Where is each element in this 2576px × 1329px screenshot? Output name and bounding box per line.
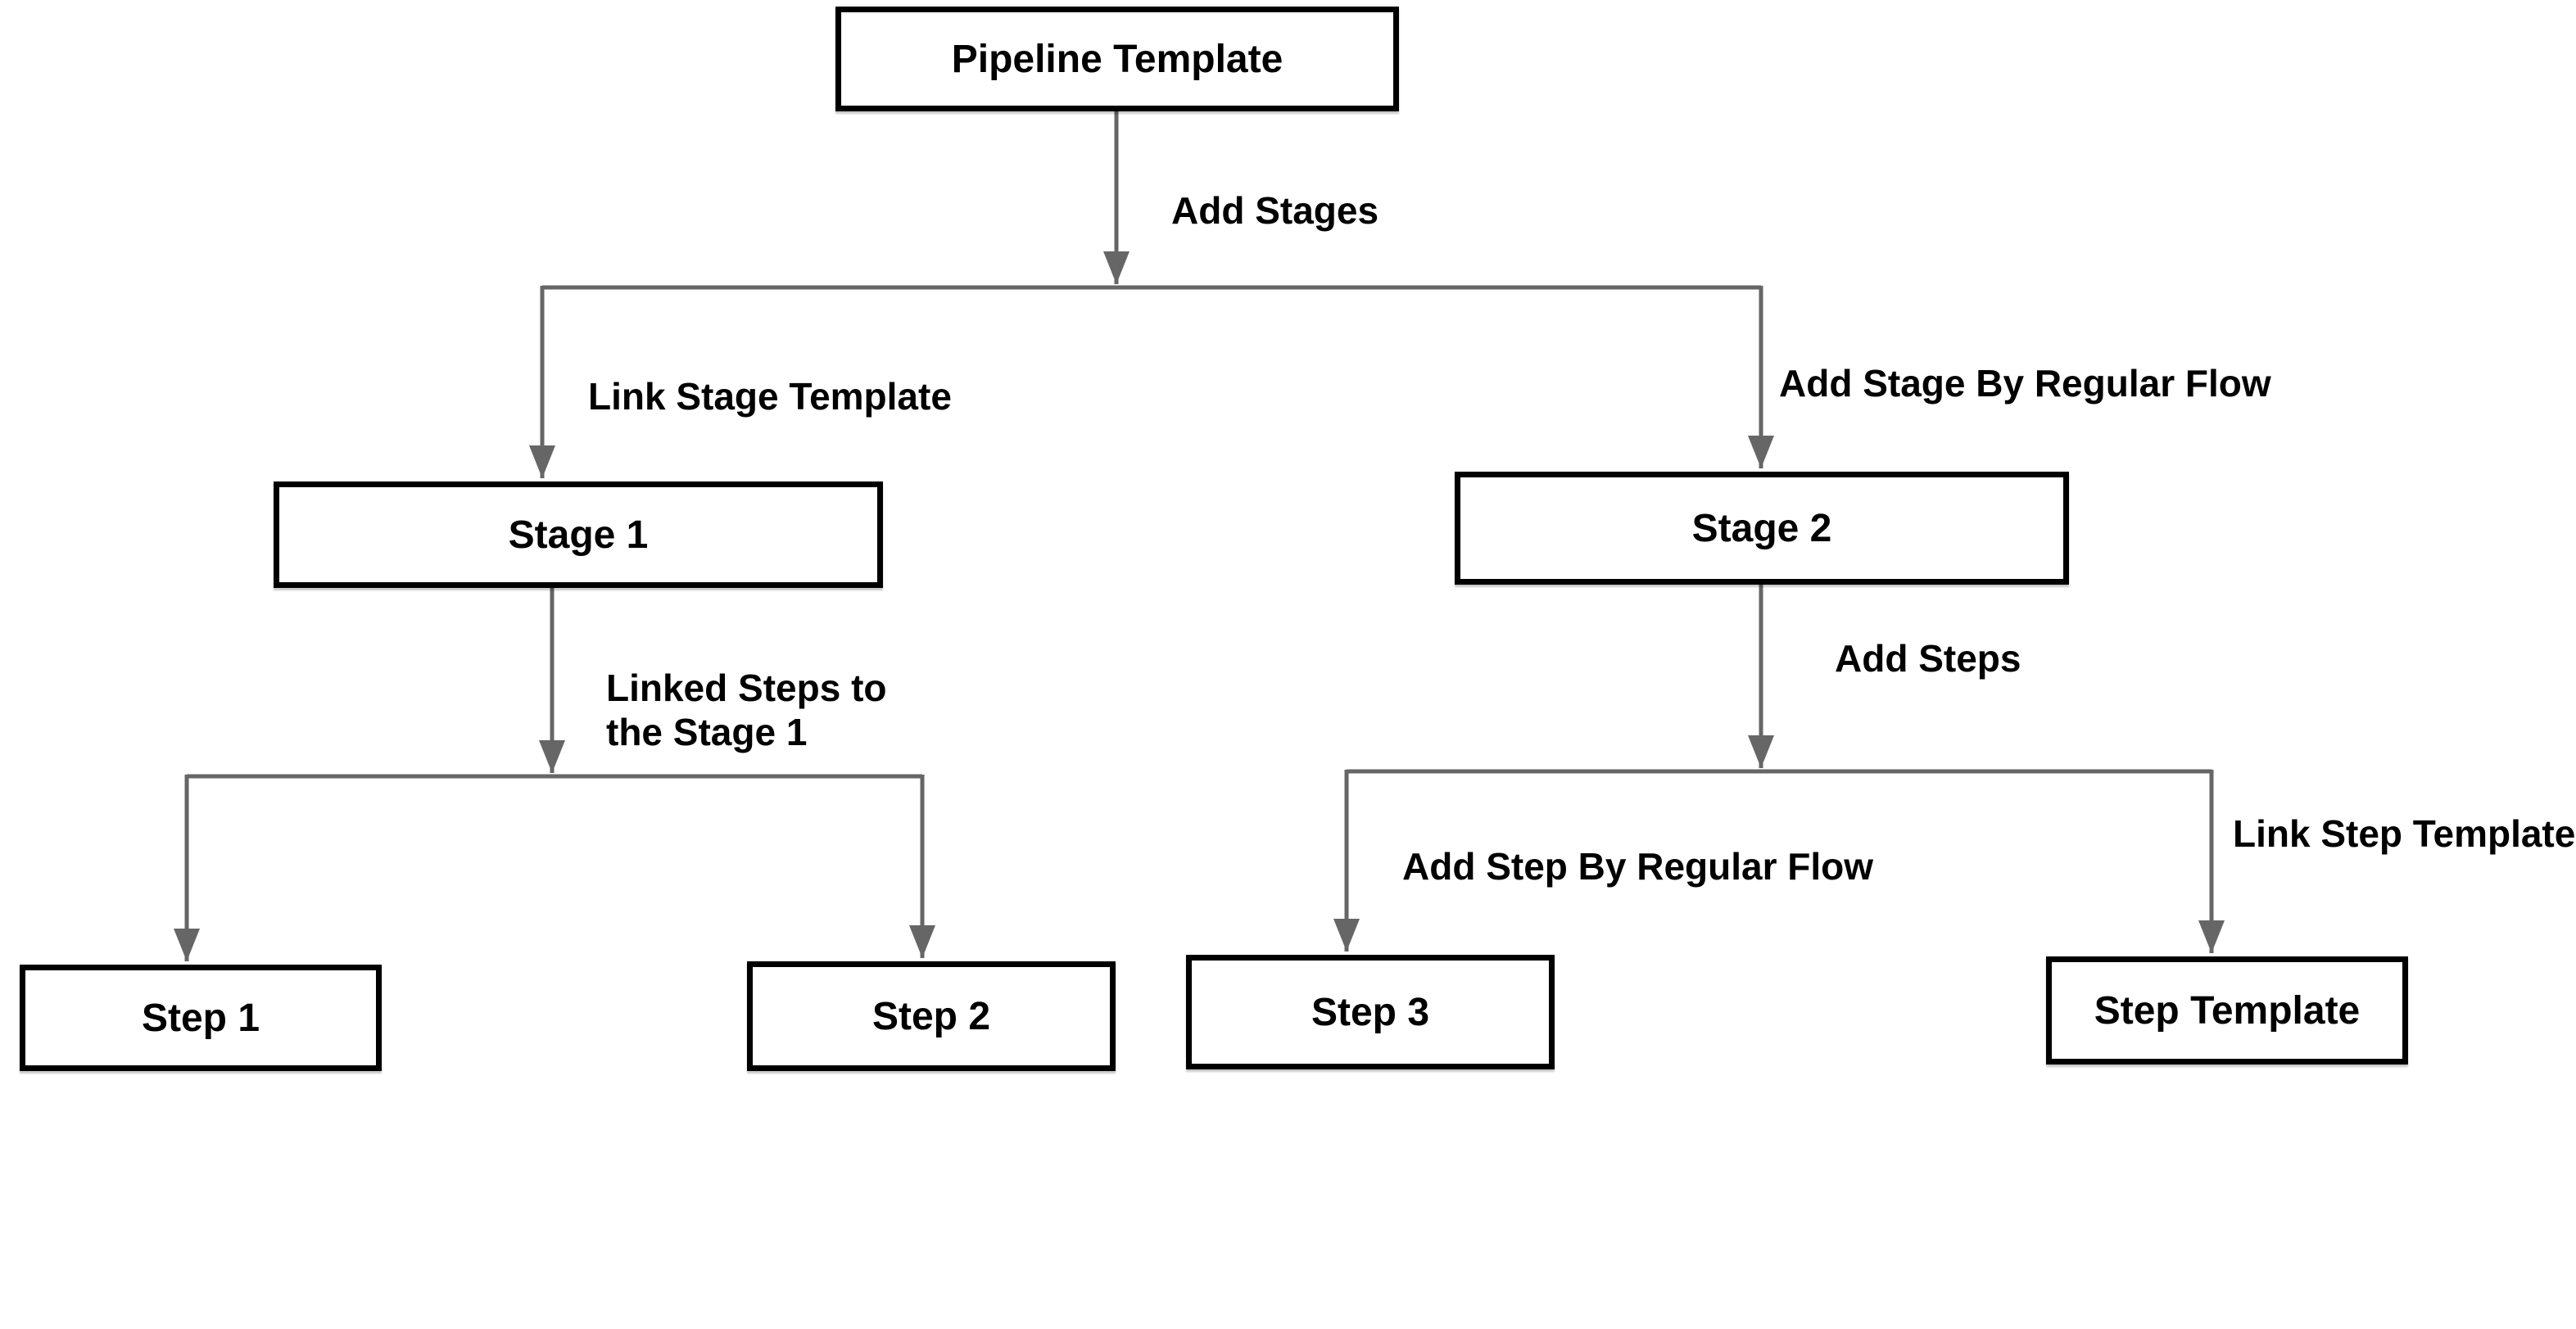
node-stage-1: Stage 1 (274, 481, 883, 588)
node-pipeline-template-label: Pipeline Template (951, 37, 1283, 81)
node-step-3-label: Step 3 (1311, 990, 1430, 1034)
node-pipeline-template: Pipeline Template (835, 7, 1399, 111)
node-step-3: Step 3 (1186, 955, 1555, 1069)
edge-label-linked-steps-line2: the Stage 1 (606, 711, 807, 753)
edge-label-add-stages: Add Stages (1171, 189, 1379, 232)
edge-label-add-stage-by-regular-flow: Add Stage By Regular Flow (1779, 362, 2271, 405)
edge-label-add-step-by-regular-flow: Add Step By Regular Flow (1402, 845, 1873, 888)
edge-label-add-steps: Add Steps (1835, 637, 2021, 680)
node-step-template-label: Step Template (2094, 988, 2361, 1033)
node-step-template: Step Template (2046, 956, 2408, 1065)
node-stage-2: Stage 2 (1455, 472, 2069, 585)
node-step-1: Step 1 (20, 965, 382, 1071)
node-stage-1-label: Stage 1 (508, 513, 649, 557)
node-step-2: Step 2 (747, 961, 1116, 1071)
node-step-2-label: Step 2 (871, 994, 991, 1038)
edge-label-link-stage-template: Link Stage Template (588, 375, 952, 418)
edge-label-linked-steps-line1: Linked Steps to (606, 667, 886, 709)
node-step-1-label: Step 1 (141, 996, 260, 1040)
node-stage-2-label: Stage 2 (1691, 506, 1832, 550)
edge-label-link-step-template: Link Step Template (2233, 812, 2575, 855)
